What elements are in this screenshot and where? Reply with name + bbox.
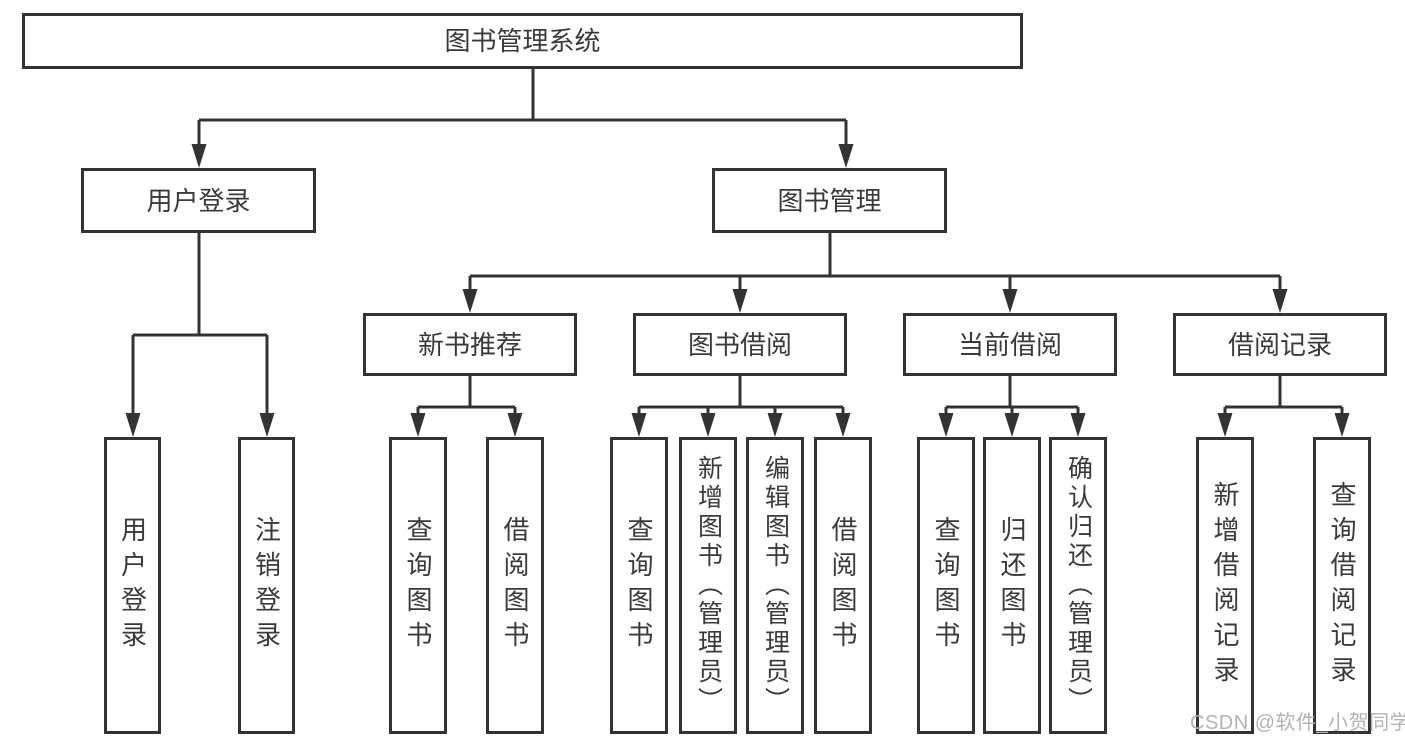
arrowhead — [631, 413, 647, 437]
leaf-query-books-current: 查询图书 — [917, 437, 975, 734]
arrowhead — [1004, 413, 1020, 437]
arrowhead — [125, 413, 141, 437]
leaf-label: 新增借阅记录 — [1210, 480, 1240, 691]
arrowhead — [1070, 413, 1086, 437]
leaf-return-books: 归还图书 — [983, 437, 1041, 734]
leaf-add-borrow-record: 新增借阅记录 — [1196, 437, 1254, 734]
arrowhead — [938, 413, 954, 437]
arrowhead — [700, 413, 716, 437]
arrowhead — [410, 413, 426, 437]
node-book-borrowing: 图书借阅 — [633, 313, 847, 376]
arrowhead — [462, 289, 478, 313]
arrowhead — [838, 144, 854, 168]
arrowhead — [1272, 289, 1288, 313]
node-label: 图书借阅 — [687, 329, 792, 360]
leaf-label: 查询图书 — [931, 515, 961, 656]
arrowhead — [191, 144, 207, 168]
leaf-confirm-return-admin: 确认归还（管理员） — [1049, 437, 1107, 734]
node-user-login: 用户登录 — [81, 168, 316, 233]
node-label: 当前借阅 — [957, 329, 1062, 360]
arrowhead — [835, 413, 851, 437]
node-label: 图书管理系统 — [444, 26, 601, 56]
leaf-label: 借阅图书 — [500, 515, 530, 656]
arrowhead — [732, 289, 748, 313]
leaf-query-books-borrowing: 查询图书 — [610, 437, 668, 734]
leaf-label: 查询图书 — [624, 515, 654, 656]
leaf-label: 注销登录 — [251, 515, 282, 656]
leaf-borrow-books-recommend: 借阅图书 — [486, 437, 544, 734]
leaf-label: 借阅图书 — [828, 515, 858, 656]
arrowhead — [1002, 289, 1018, 313]
leaf-label: 新增图书（管理员） — [694, 455, 723, 716]
leaf-label: 编辑图书（管理员） — [761, 455, 790, 716]
node-new-book-recommend: 新书推荐 — [363, 313, 577, 376]
node-label: 图书管理 — [777, 185, 882, 216]
leaf-borrow-books: 借阅图书 — [814, 437, 872, 734]
leaf-add-books-admin: 新增图书（管理员） — [679, 437, 737, 734]
node-label: 借阅记录 — [1227, 329, 1332, 360]
arrowhead — [1334, 413, 1350, 437]
node-book-management: 图书管理 — [712, 168, 947, 233]
leaf-user-login: 用户登录 — [104, 437, 161, 734]
arrowhead — [767, 413, 783, 437]
node-label: 新书推荐 — [417, 329, 522, 360]
arrowhead — [1217, 413, 1233, 437]
leaf-edit-books-admin: 编辑图书（管理员） — [746, 437, 804, 734]
leaf-query-books-recommend: 查询图书 — [389, 437, 447, 734]
leaf-label: 确认归还（管理员） — [1064, 455, 1093, 716]
node-current-borrowing: 当前借阅 — [903, 313, 1117, 376]
node-label: 用户登录 — [146, 185, 251, 216]
leaf-label: 用户登录 — [117, 515, 148, 656]
leaf-query-borrow-record: 查询借阅记录 — [1313, 437, 1371, 734]
leaf-logout: 注销登录 — [238, 437, 295, 734]
arrowhead — [507, 413, 523, 437]
node-library-management-system: 图书管理系统 — [22, 13, 1023, 69]
leaf-label: 查询借阅记录 — [1327, 480, 1357, 691]
csdn-watermark: CSDN @软件_小贺同学 — [1190, 712, 1405, 734]
leaf-label: 归还图书 — [997, 515, 1027, 656]
arrowhead — [259, 413, 275, 437]
leaf-label: 查询图书 — [403, 515, 433, 656]
node-borrowing-records: 借阅记录 — [1173, 313, 1387, 376]
